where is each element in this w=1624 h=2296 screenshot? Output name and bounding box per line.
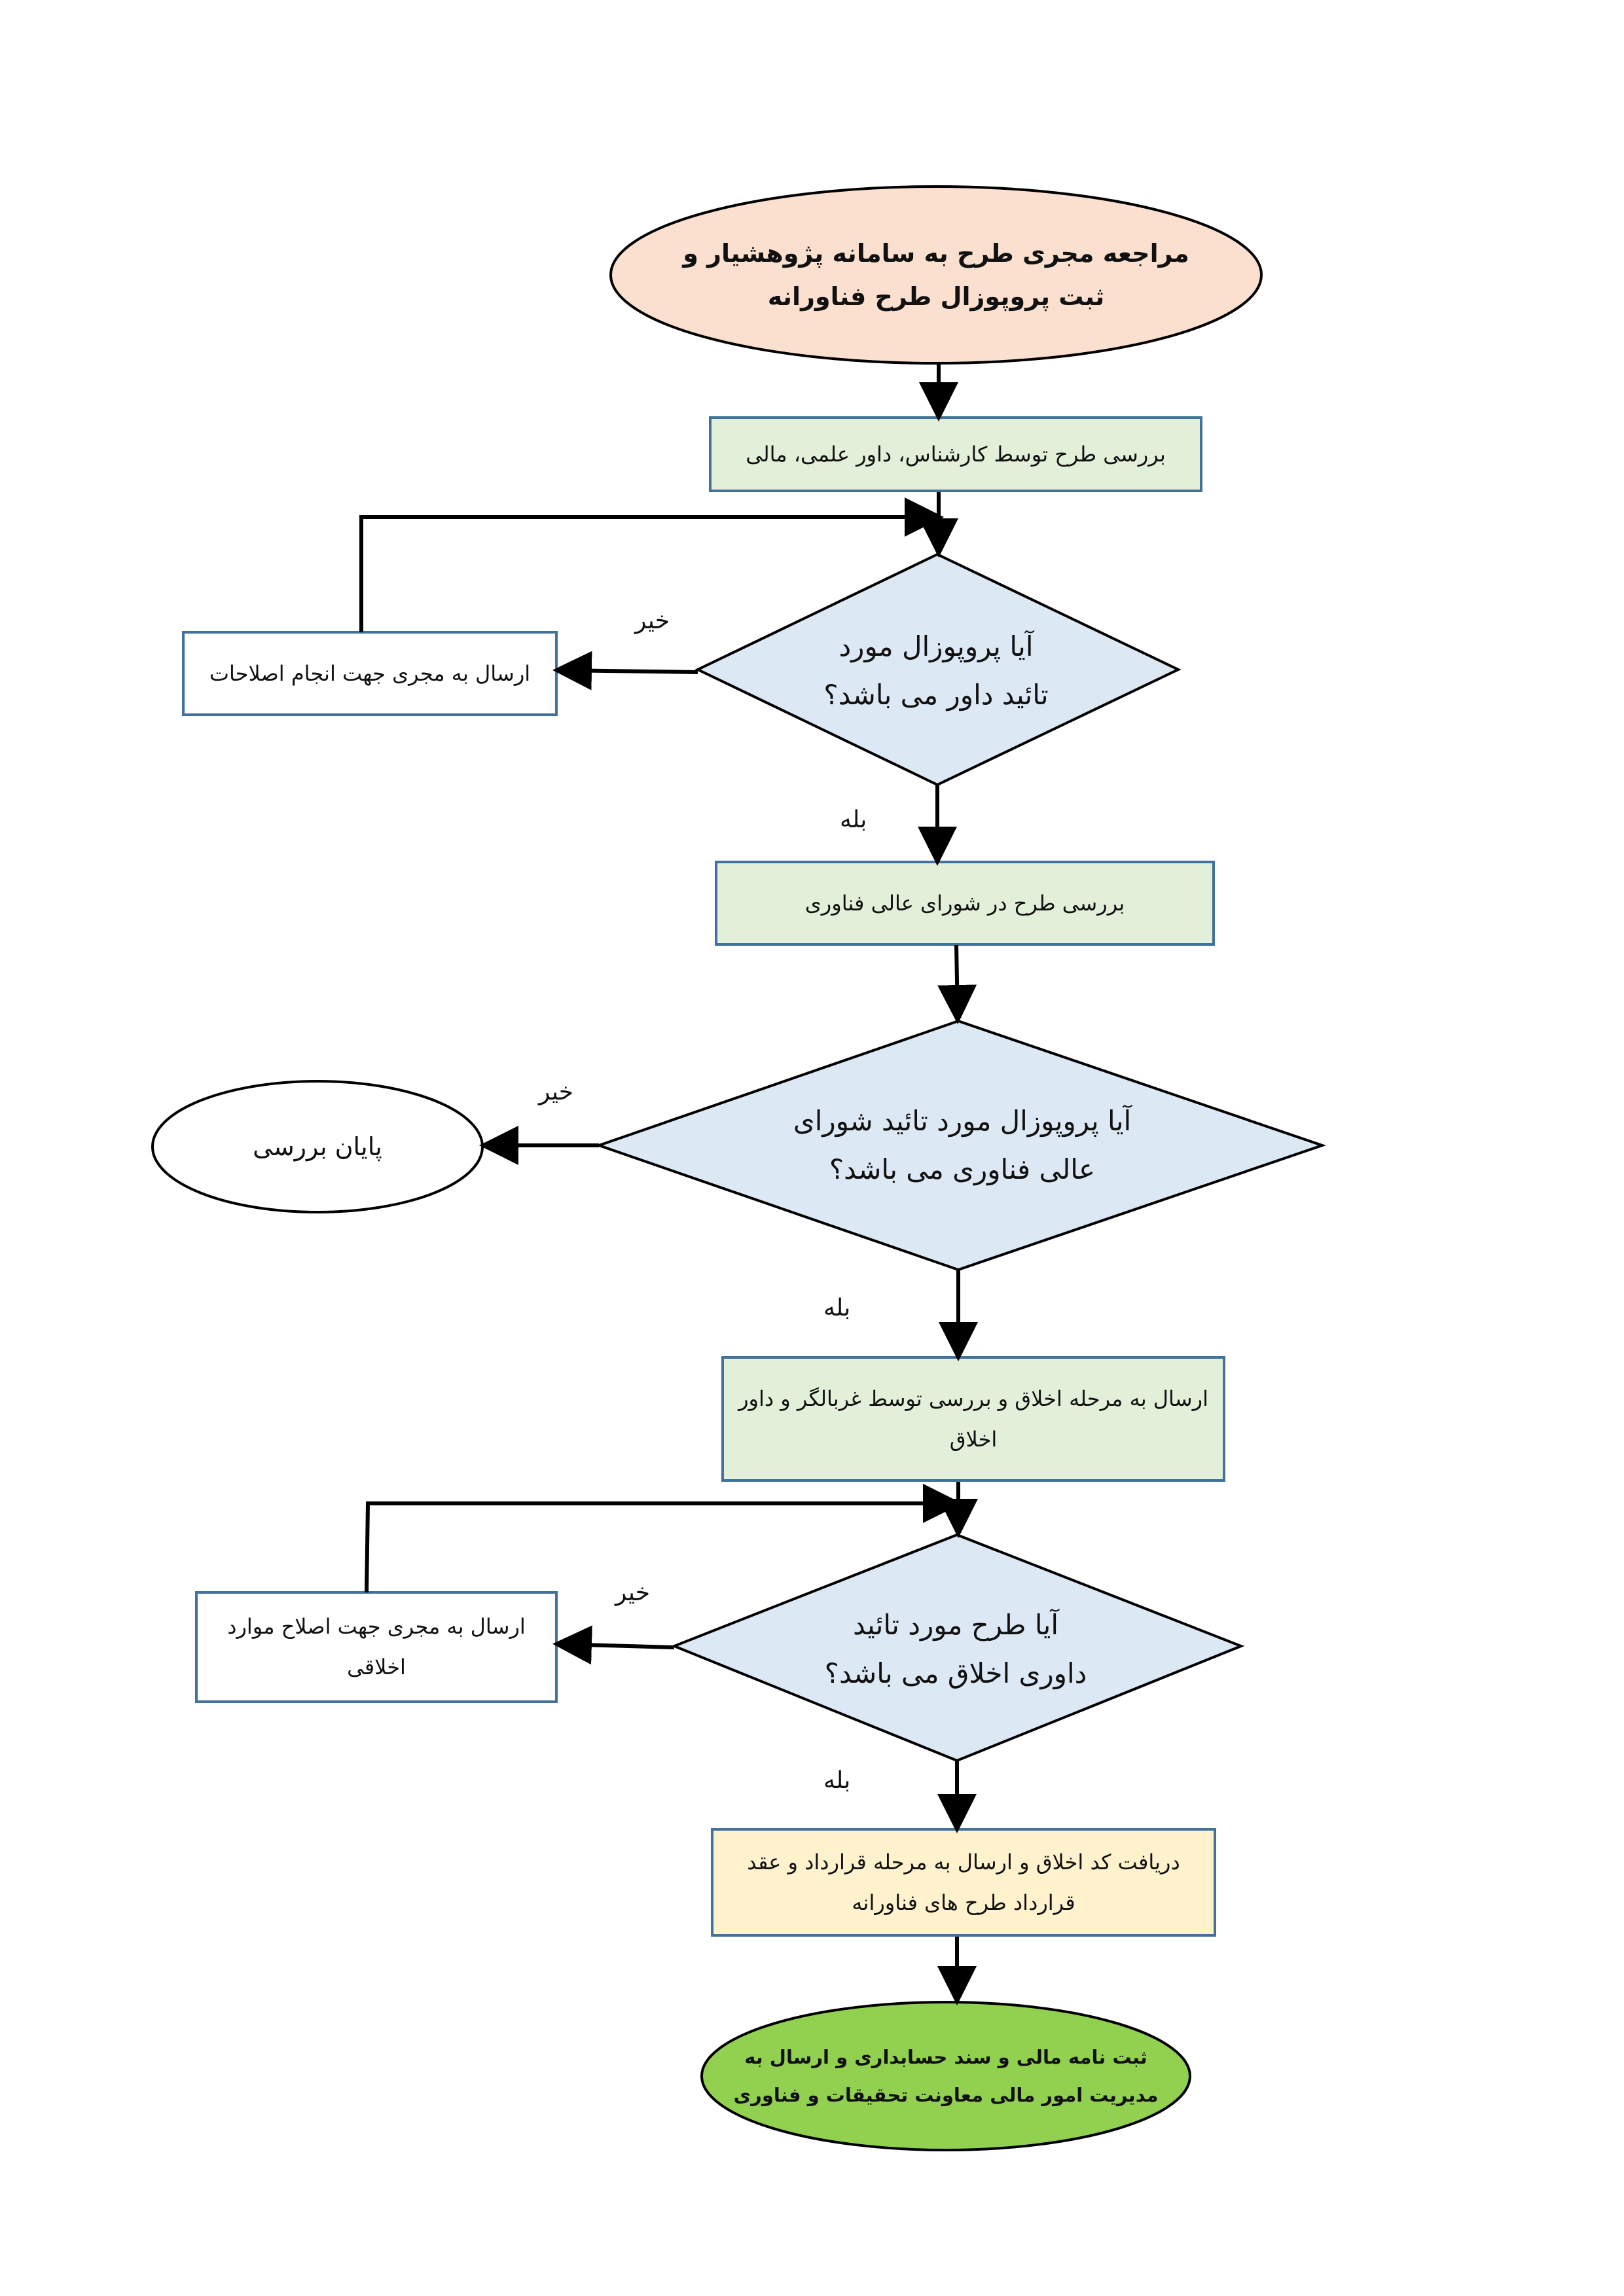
review-council-text: بررسی طرح در شورای عالی فناوری — [804, 891, 1125, 916]
final-line2: مدیریت امور مالی معاونت تحقیقات و فناوری — [733, 2084, 1159, 2106]
send-ethics-corrections-text: ارسال به مجری جهت اصلاح موارد اخلاقی — [203, 1597, 550, 1696]
review-expert-box — [709, 416, 1202, 492]
end-review-text: پایان بررسی — [253, 1132, 382, 1161]
loop-ethics-corrections-back — [365, 1484, 962, 1593]
no-label-referee: خیر — [635, 607, 670, 634]
contract-stage-line2: قرارداد طرح های فناورانه — [852, 1890, 1075, 1915]
ethics-stage-box — [721, 1356, 1225, 1482]
send-corrections-box — [182, 631, 558, 716]
no-label-ethics: خیر — [615, 1579, 650, 1606]
arrow-decision3-no — [552, 1625, 675, 1665]
send-ethics-corrections-line1: ارسال به مجری جهت اصلاح موارد — [227, 1614, 526, 1639]
contract-stage-box — [711, 1828, 1216, 1937]
decision-referee-line2: تائید داور می باشد؟ — [823, 679, 1049, 711]
no-label-council: خیر — [539, 1079, 573, 1105]
start-ellipse — [609, 185, 1263, 365]
yes-label-ethics: بله — [823, 1767, 851, 1794]
contract-stage-line1: دریافت کد اخلاق و ارسال به مرحله قرارداد… — [747, 1850, 1180, 1874]
ethics-stage-line1: ارسال به مرحله اخلاق و بررسی توسط غربالگ… — [738, 1386, 1208, 1411]
decision-ethics-text: آیا طرح مورد تائید داوری اخلاق می باشد؟ — [759, 1597, 1152, 1702]
yes-label-council: بله — [823, 1295, 851, 1321]
review-council-box — [715, 861, 1215, 946]
decision-council-line2: عالی فناوری می باشد؟ — [829, 1153, 1096, 1185]
decision-council-line1: آیا پروپوزال مورد تائید شورای — [793, 1105, 1132, 1137]
decision-council-text: آیا پروپوزال مورد تائید شورای عالی فناور… — [733, 1093, 1191, 1198]
arrow-council-to-decision — [937, 944, 977, 1024]
send-corrections-text: ارسال به مجری جهت انجام اصلاحات — [209, 661, 531, 686]
send-ethics-corrections-box — [195, 1591, 558, 1703]
start-line2: ثبت پروپوزال طرح فناورانه — [767, 282, 1105, 311]
final-text: ثبت نامه مالی و سند حسابداری و ارسال به … — [720, 2036, 1172, 2117]
loop-corrections-back — [359, 497, 944, 632]
decision-ethics-line1: آیا طرح مورد تائید — [853, 1609, 1058, 1641]
start-line1: مراجعه مجری طرح به سامانه پژوهشیار و — [683, 239, 1189, 268]
yes-label-referee: بله — [840, 806, 867, 833]
decision-ethics-line2: داوری اخلاق می باشد؟ — [824, 1657, 1087, 1689]
review-expert-text: بررسی طرح توسط کارشناس، داور علمی، مالی — [746, 442, 1166, 467]
arrow-decision1-no — [552, 651, 698, 691]
decision-referee-line1: آیا پروپوزال مورد — [839, 630, 1034, 662]
decision-referee-text: آیا پروپوزال مورد تائید داور می باشد؟ — [759, 619, 1113, 723]
send-ethics-corrections-line2: اخلاقی — [347, 1655, 406, 1679]
final-line1: ثبت نامه مالی و سند حسابداری و ارسال به — [744, 2046, 1147, 2068]
contract-stage-text: دریافت کد اخلاق و ارسال به مرحله قرارداد… — [719, 1834, 1208, 1931]
ethics-stage-text: ارسال به مرحله اخلاق و بررسی توسط غربالگ… — [729, 1368, 1218, 1470]
ethics-stage-line2: اخلاق — [949, 1427, 998, 1452]
start-text: مراجعه مجری طرح به سامانه پژوهشیار و ثبت… — [661, 226, 1211, 324]
